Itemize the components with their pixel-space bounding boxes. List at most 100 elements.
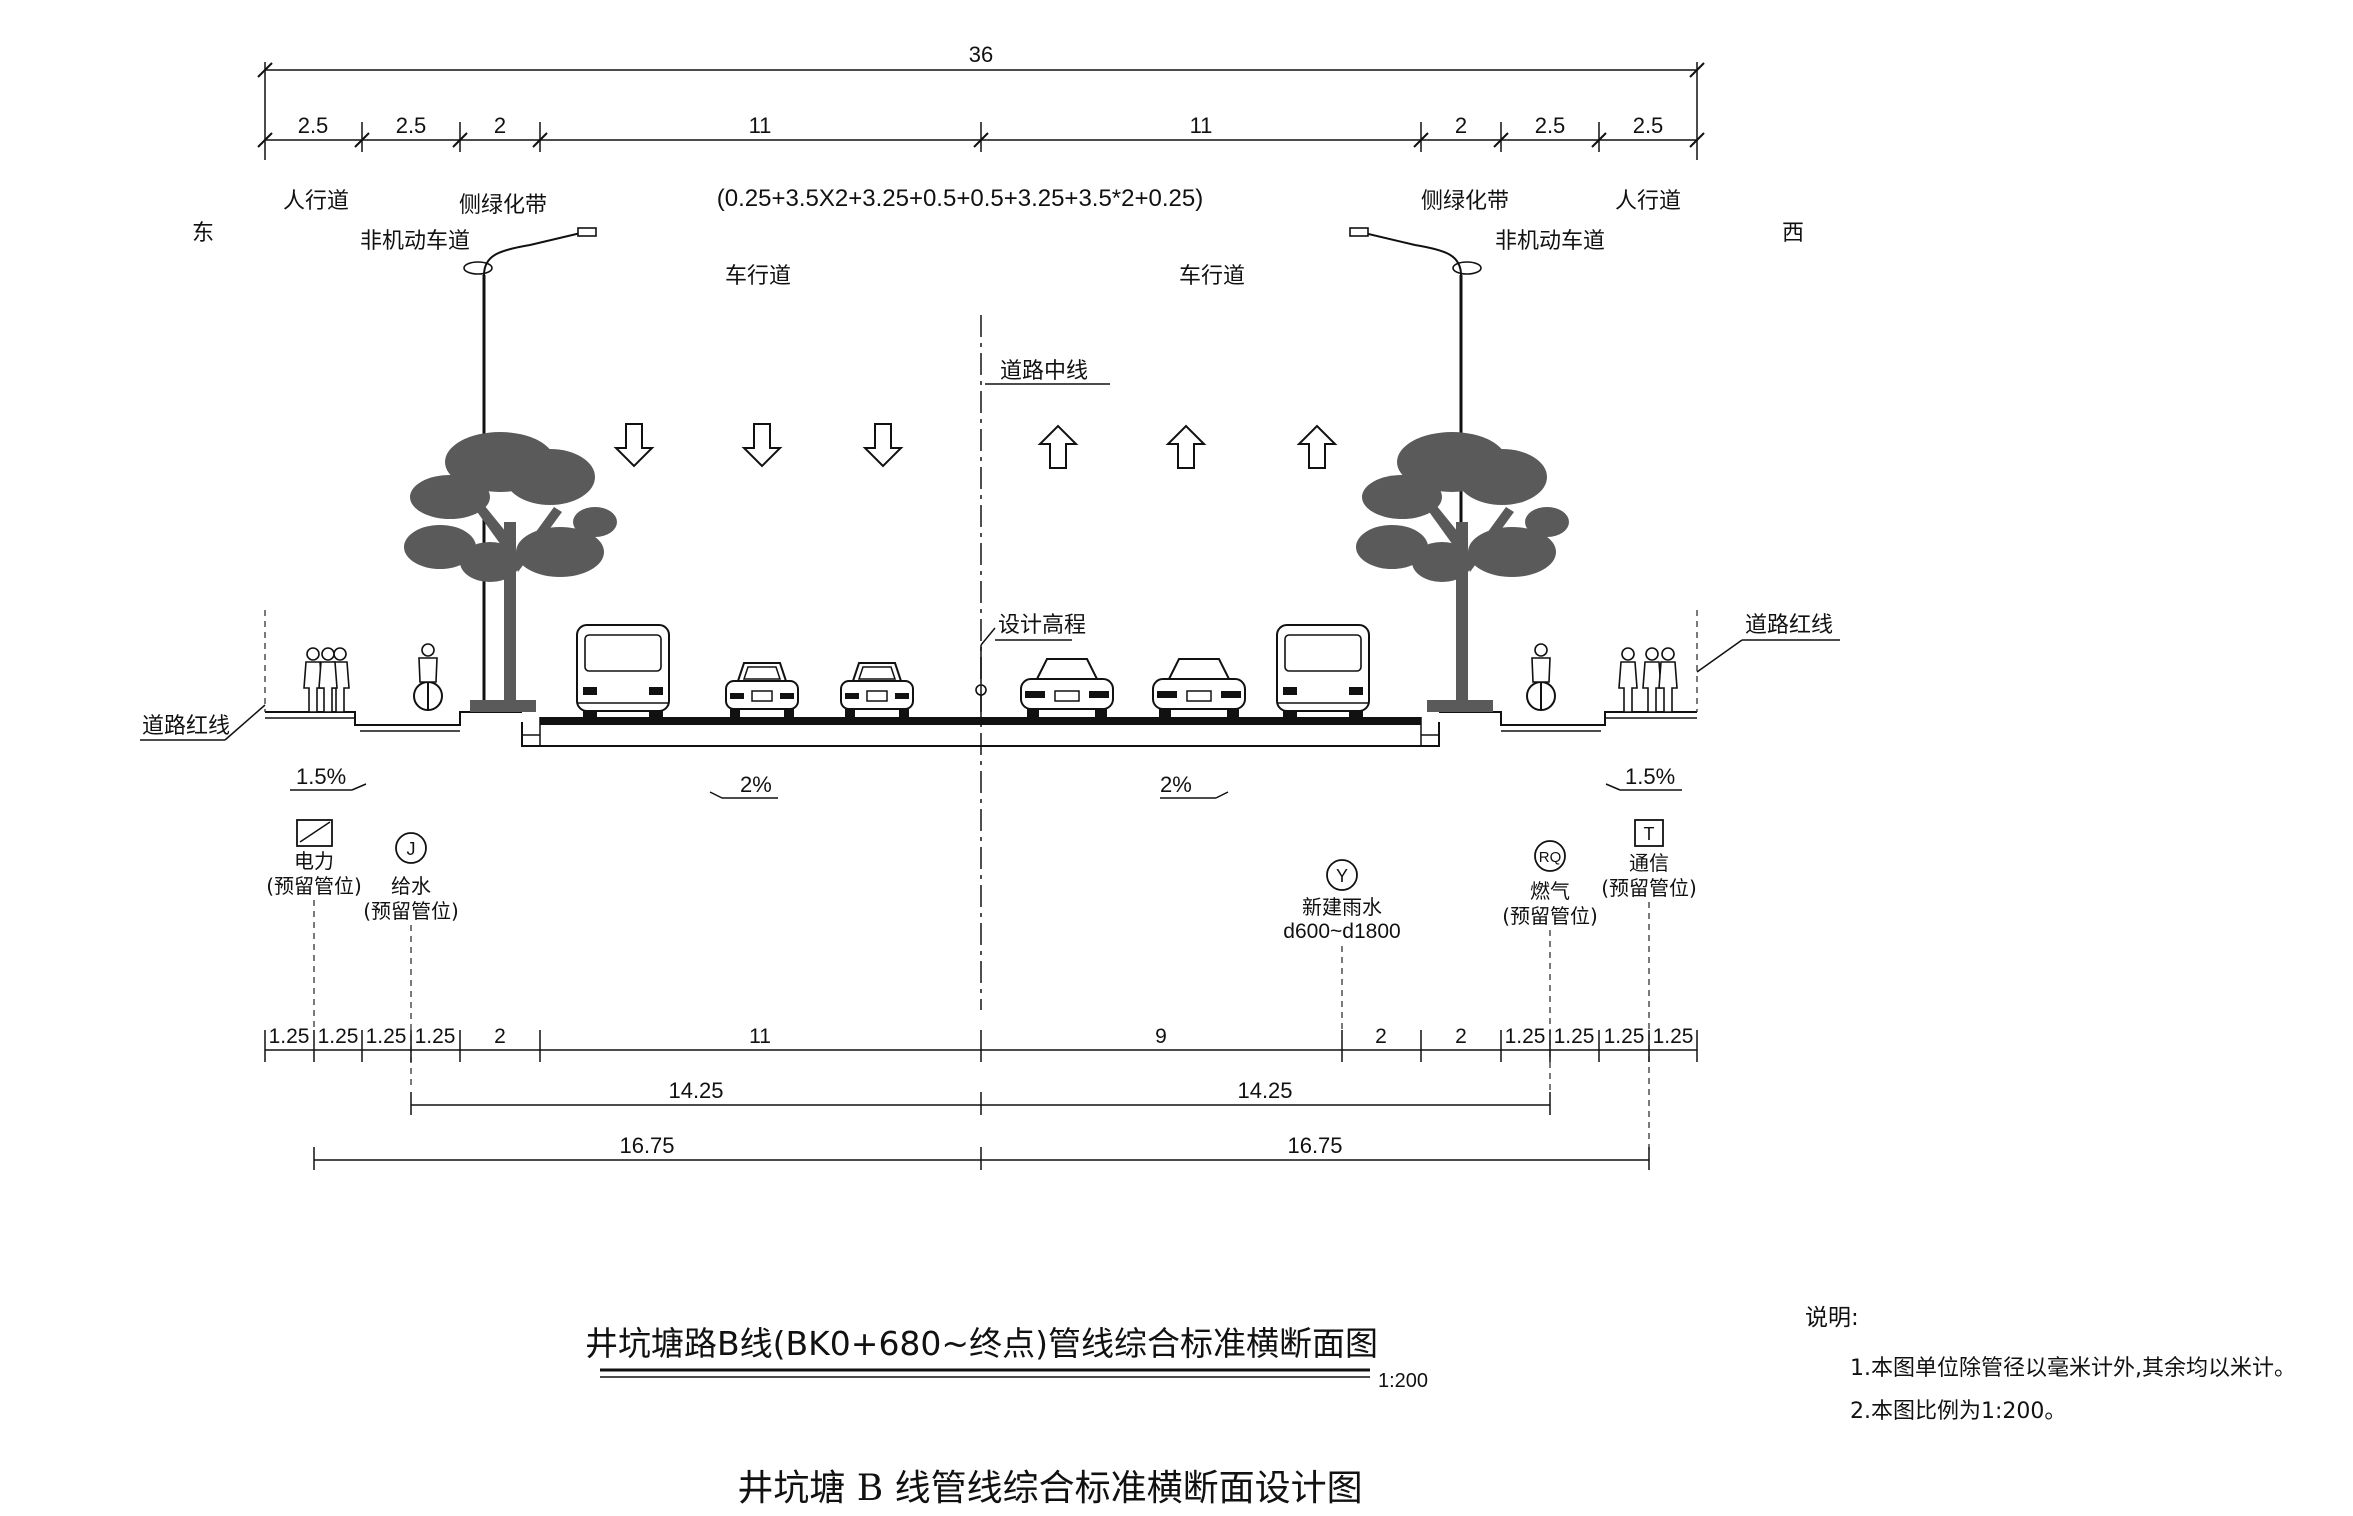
dim-bottom-2: 1.25 <box>318 1025 359 1048</box>
pedestrians-right <box>1618 647 1678 713</box>
telecom-symbol: T <box>1644 824 1655 844</box>
utility-power: 电力 (预留管位) <box>266 819 362 1030</box>
bottom-dimensions: 1.25 1.25 1.25 1.25 2 11 9 2 2 1.25 1.25… <box>264 1025 1698 1170</box>
pedestrians-left <box>303 647 350 713</box>
gas-symbol: RQ <box>1539 849 1562 866</box>
label-east: 东 <box>192 221 214 246</box>
dim-mid-right: 14.25 <box>1237 1078 1292 1103</box>
utility-water: J 给水 (预留管位) <box>363 832 459 1090</box>
lane-formula: (0.25+3.5X2+3.25+0.5+0.5+3.25+3.5*2+0.25… <box>717 185 1203 212</box>
dim-total: 36 <box>969 42 993 67</box>
dim-bottom-9: 2 <box>1455 1025 1467 1048</box>
slope-left-main: 2% <box>740 772 772 797</box>
label-sidewalk-left: 人行道 <box>283 189 349 214</box>
label-green-right: 侧绿化带 <box>1421 189 1509 214</box>
design-elevation-marker: 设计高程 <box>975 613 1086 712</box>
dim-bottom-1: 1.25 <box>269 1025 310 1048</box>
water-note: (预留管位) <box>363 899 459 923</box>
label-carriageway-right: 车行道 <box>1179 264 1245 289</box>
dim-bottom-8: 2 <box>1375 1025 1387 1048</box>
traffic-arrows-northbound <box>1039 425 1336 469</box>
utility-rain: Y 新建雨水 d600~d1800 <box>1283 859 1401 1030</box>
label-sidewalk-right: 人行道 <box>1615 189 1681 214</box>
note-2: 2.本图比例为1:200。 <box>1850 1399 2066 1424</box>
gas-name: 燃气 <box>1530 879 1570 903</box>
pedestrian-icon <box>1642 647 1662 713</box>
label-carriageway-left: 车行道 <box>725 264 791 289</box>
dim-bottom-6: 11 <box>749 1025 771 1048</box>
bottom-dim-ticks <box>264 1030 1698 1062</box>
bus-icon <box>1276 624 1370 722</box>
slope-right-main: 2% <box>1160 772 1192 797</box>
dim-bottom-4: 1.25 <box>415 1025 456 1048</box>
dim-bottom-3: 1.25 <box>366 1025 407 1048</box>
slope-left-side: 1.5% <box>296 764 346 789</box>
dim-mid-left: 14.25 <box>668 1078 723 1103</box>
utility-telecom: T 通信 (预留管位) <box>1601 819 1697 1155</box>
power-name: 电力 <box>294 849 334 873</box>
rain-note: d600~d1800 <box>1283 920 1400 943</box>
dim-top-1: 2.5 <box>298 113 329 138</box>
dim-top-2: 2.5 <box>396 113 427 138</box>
water-symbol: J <box>407 839 416 859</box>
dim-bottom-5: 2 <box>494 1025 506 1048</box>
notes: 说明: 1.本图单位除管径以毫米计外,其余均以米计。 2.本图比例为1:200。 <box>1805 1305 2296 1424</box>
zone-labels: 东 西 人行道 人行道 非机动车道 非机动车道 侧绿化带 侧绿化带 (0.25+… <box>192 185 1804 289</box>
arrow-up-icon <box>1167 425 1205 469</box>
label-west: 西 <box>1782 221 1804 246</box>
arrow-up-icon <box>1298 425 1336 469</box>
label-red-line-left: 道路红线 <box>142 714 230 739</box>
dim-bottom-7: 9 <box>1155 1025 1167 1048</box>
slope-right-side: 1.5% <box>1625 764 1675 789</box>
slope-labels: 1.5% 2% 2% 1.5% <box>290 764 1682 799</box>
drawing-title: 井坑塘路B线(BK0+680~终点)管线综合标准横断面图 1:200 <box>585 1324 1428 1392</box>
dim-bottom-11: 1.25 <box>1554 1025 1595 1048</box>
rain-symbol: Y <box>1336 866 1348 886</box>
gas-note: (预留管位) <box>1502 904 1598 928</box>
dim-bottom-10: 1.25 <box>1505 1025 1546 1048</box>
utility-gas: RQ 燃气 (预留管位) <box>1502 840 1598 1090</box>
car-icon <box>725 662 799 720</box>
dim-low-right: 16.75 <box>1287 1133 1342 1158</box>
red-line-right: 道路红线 <box>1696 610 1840 712</box>
water-name: 给水 <box>391 874 431 898</box>
arrow-up-icon <box>1039 425 1077 469</box>
note-1: 1.本图单位除管径以毫米计外,其余均以米计。 <box>1850 1356 2296 1381</box>
cyclist-icon <box>413 643 443 711</box>
dim-low-left: 16.75 <box>619 1133 674 1158</box>
top-dimensions: 36 2.5 2.5 2 11 11 2 2.5 2.5 <box>257 42 1705 160</box>
power-icon <box>299 821 331 843</box>
title-scale: 1:200 <box>1378 1370 1428 1392</box>
bus-icon <box>576 624 670 722</box>
cyclist-icon <box>1526 643 1556 711</box>
dim-bottom-12: 1.25 <box>1604 1025 1645 1048</box>
pedestrian-icon <box>1618 647 1638 713</box>
label-red-line-right: 道路红线 <box>1745 613 1833 638</box>
dim-bottom-13: 1.25 <box>1653 1025 1694 1048</box>
power-note: (预留管位) <box>266 874 362 898</box>
telecom-name: 通信 <box>1629 851 1669 875</box>
traffic-arrows-southbound <box>615 423 902 467</box>
dim-top-7: 2.5 <box>1535 113 1566 138</box>
title-main: 井坑塘路B线(BK0+680~终点)管线综合标准横断面图 <box>585 1324 1378 1363</box>
label-green-left: 侧绿化带 <box>459 193 547 218</box>
car-icon <box>1020 658 1114 718</box>
figure-caption: 井坑塘 B 线管线综合标准横断面设计图 <box>737 1468 1362 1509</box>
dim-top-6: 2 <box>1455 113 1467 138</box>
road-surface <box>265 700 1697 747</box>
label-bike-left: 非机动车道 <box>360 229 470 254</box>
car-icon <box>840 662 914 720</box>
label-centerline: 道路中线 <box>1000 359 1088 384</box>
label-bike-right: 非机动车道 <box>1495 229 1605 254</box>
red-line-left: 道路红线 <box>140 610 266 741</box>
arrow-down-icon <box>864 423 902 467</box>
top-dim-ticks <box>257 122 1705 152</box>
notes-heading: 说明: <box>1805 1305 1859 1331</box>
vehicles <box>576 624 1370 722</box>
car-icon <box>1152 658 1246 718</box>
arrow-down-icon <box>743 423 781 467</box>
dim-top-5: 11 <box>1190 113 1213 138</box>
label-design-elevation: 设计高程 <box>998 613 1086 638</box>
dim-top-8: 2.5 <box>1633 113 1664 138</box>
